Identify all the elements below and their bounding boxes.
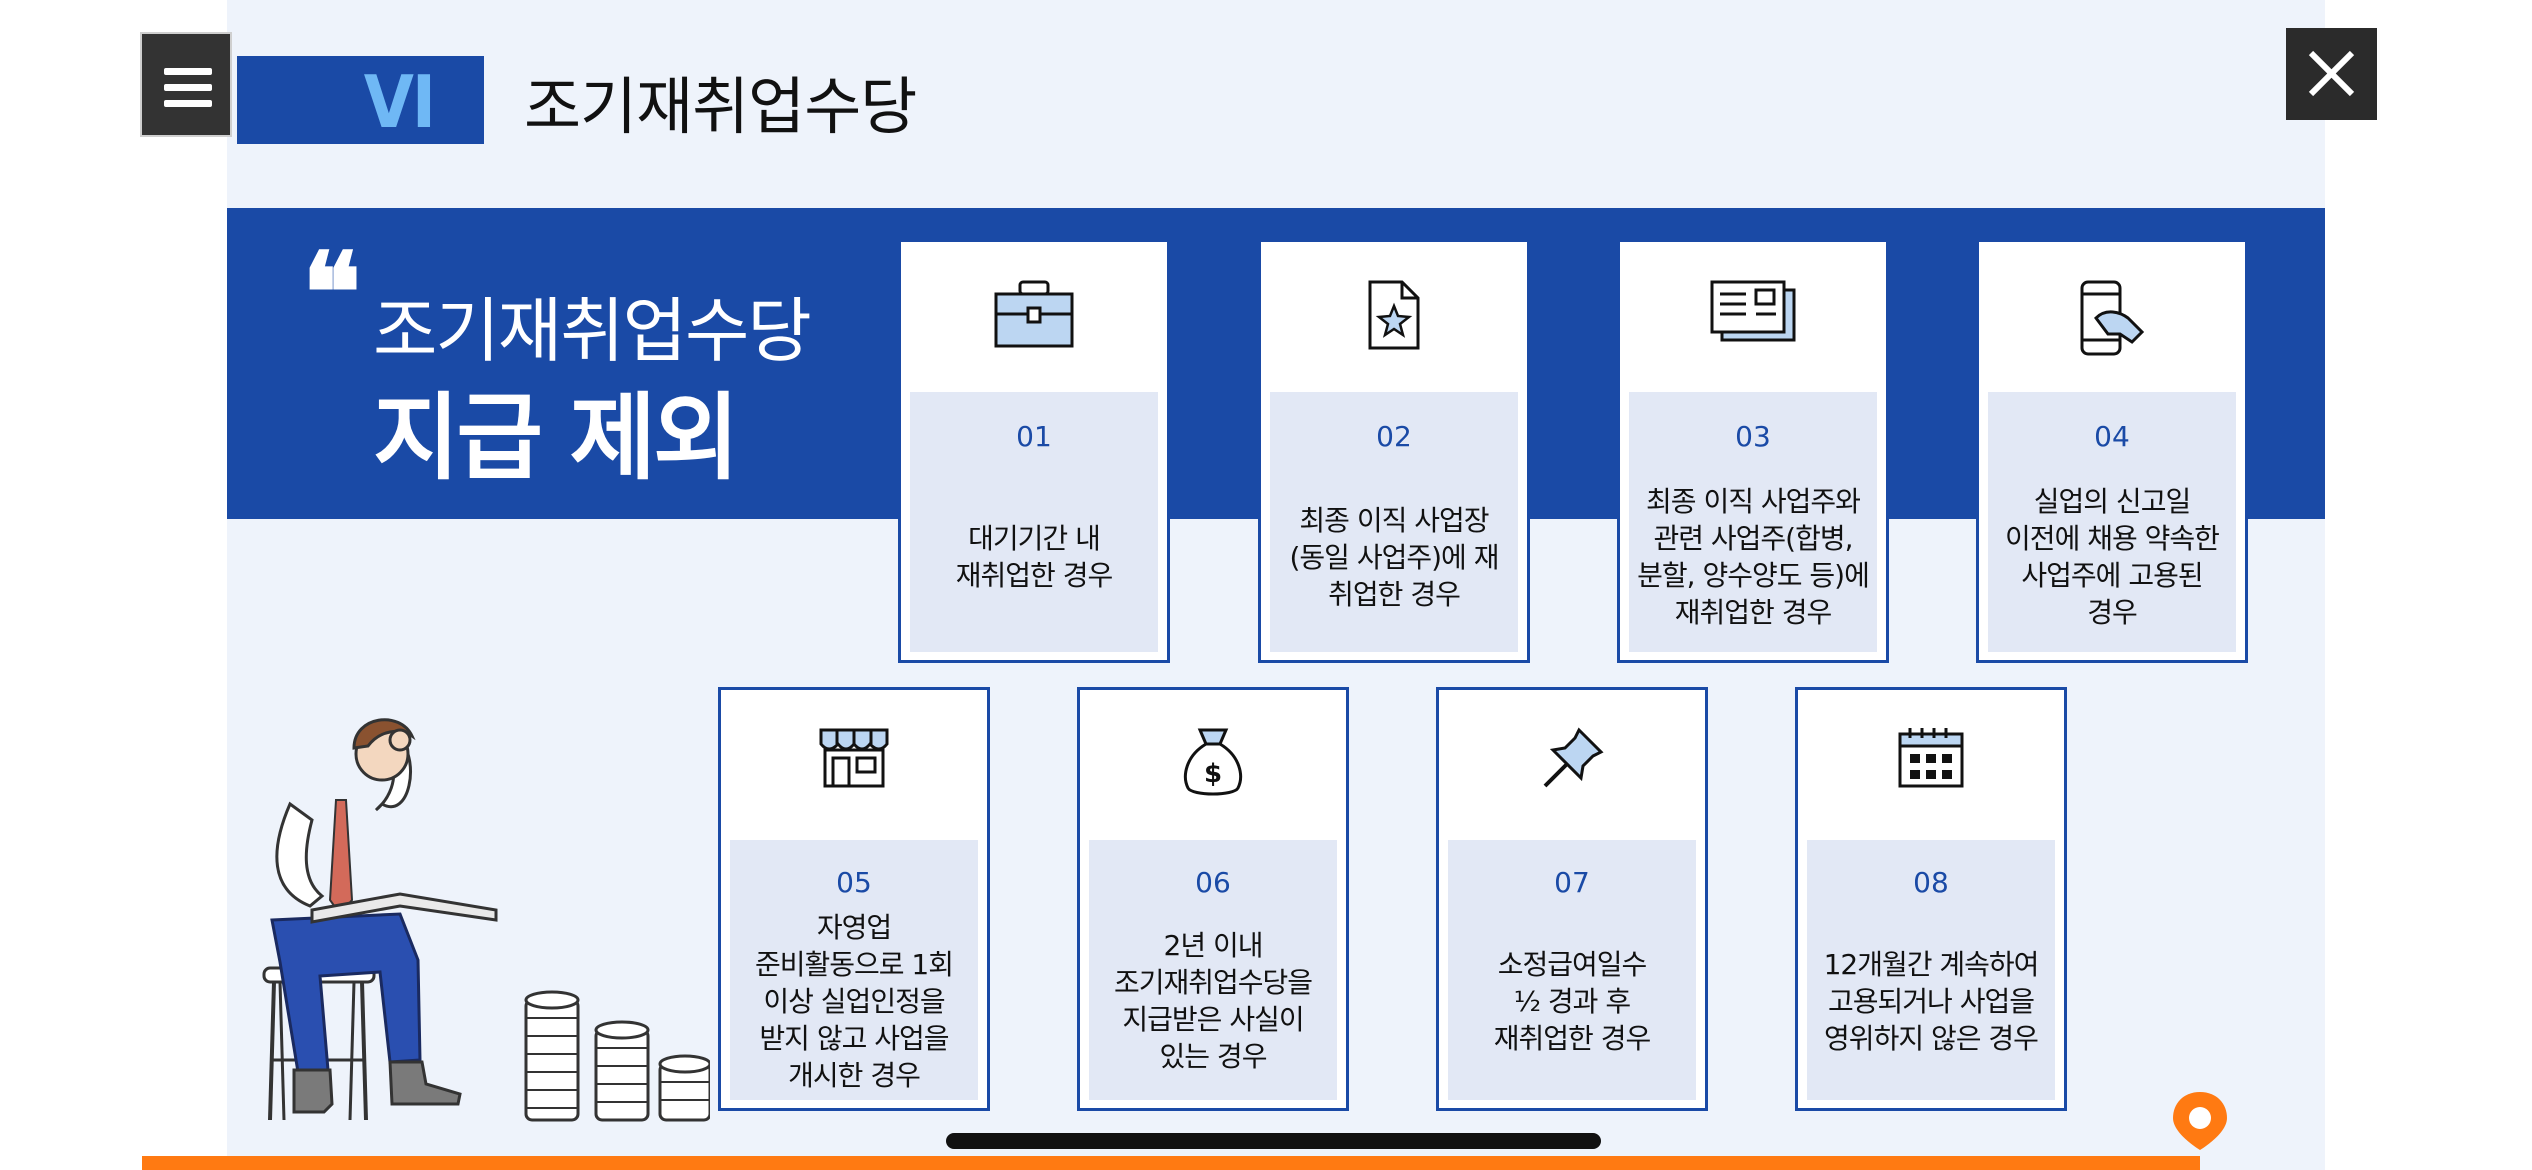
quote-mark: ❝ (302, 228, 362, 357)
section-numeral: VI (363, 60, 436, 144)
storefront-icon (819, 728, 889, 788)
close-button[interactable] (2286, 28, 2377, 120)
card-number: 08 (1913, 866, 1949, 899)
card-number: 06 (1195, 866, 1231, 899)
close-icon (2308, 50, 2355, 97)
card-body: 07 소정급여일수 ½ 경과 후 재취업한 경우 (1448, 840, 1696, 1100)
section-title: 조기재취업수당 (524, 70, 917, 143)
card-body: 04 실업의 신고일 이전에 채용 약속한 사업주에 고용된 경우 (1988, 392, 2236, 652)
hamburger-icon-line (164, 100, 212, 107)
hamburger-icon-line (164, 68, 212, 75)
exclusion-card-01: 01 대기기간 내 재취업한 경우 (898, 239, 1170, 663)
exclusion-card-06: $ 06 2년 이내 조기재취업수당을 지급받은 사실이 있는 경우 (1077, 687, 1349, 1111)
card-body: 06 2년 이내 조기재취업수당을 지급받은 사실이 있는 경우 (1089, 840, 1337, 1100)
card-body: 05 자영업 준비활동으로 1회 이상 실업인정을 받지 않고 사업을 개시한 … (730, 840, 978, 1100)
hamburger-icon-line (164, 84, 212, 91)
section-badge: VI (237, 56, 484, 144)
exclusion-card-08: 08 12개월간 계속하여 고용되거나 사업을 영위하지 않은 경우 (1795, 687, 2067, 1111)
location-pin-icon[interactable] (2169, 1088, 2231, 1154)
card-text: 최종 이직 사업장 (동일 사업주)에 재 취업한 경우 (1289, 503, 1500, 611)
card-number: 07 (1554, 866, 1590, 899)
bottom-progress-bar (142, 1156, 2200, 1170)
card-body: 08 12개월간 계속하여 고용되거나 사업을 영위하지 않은 경우 (1807, 840, 2055, 1100)
exclusion-card-02: 02 최종 이직 사업장 (동일 사업주)에 재 취업한 경우 (1258, 239, 1530, 663)
card-number: 05 (836, 866, 872, 899)
star-document-icon (1368, 280, 1420, 350)
documents-icon (1710, 280, 1796, 342)
card-text: 대기기간 내 재취업한 경우 (955, 522, 1113, 592)
worried-man-illustration (262, 718, 710, 1122)
home-indicator[interactable] (946, 1133, 1601, 1149)
calendar-icon (1898, 728, 1964, 788)
card-body: 03 최종 이직 사업주와 관련 사업주(합병, 분할, 양수양도 등)에 재취… (1629, 392, 1877, 652)
smartphone-hand-icon (2080, 280, 2145, 356)
exclusion-card-05: 05 자영업 준비활동으로 1회 이상 실업인정을 받지 않고 사업을 개시한 … (718, 687, 990, 1111)
exclusion-card-04: 04 실업의 신고일 이전에 채용 약속한 사업주에 고용된 경우 (1976, 239, 2248, 663)
exclusion-card-07: 07 소정급여일수 ½ 경과 후 재취업한 경우 (1436, 687, 1708, 1111)
banner-subtitle: 지급 제외 (373, 384, 740, 493)
card-number: 02 (1376, 420, 1412, 453)
card-text: 실업의 신고일 이전에 채용 약속한 사업주에 고용된 경우 (2005, 485, 2220, 629)
card-body: 02 최종 이직 사업장 (동일 사업주)에 재 취업한 경우 (1270, 392, 1518, 652)
card-text: 최종 이직 사업주와 관련 사업주(합병, 분할, 양수양도 등)에 재취업한 … (1637, 485, 1870, 629)
card-text: 자영업 준비활동으로 1회 이상 실업인정을 받지 않고 사업을 개시한 경우 (754, 910, 954, 1092)
svg-text:$: $ (1204, 759, 1222, 789)
pushpin-icon (1543, 727, 1604, 788)
card-text: 소정급여일수 ½ 경과 후 재취업한 경우 (1493, 947, 1651, 1055)
banner-title: 조기재취업수당 (373, 290, 812, 372)
card-text: 12개월간 계속하여 고용되거나 사업을 영위하지 않은 경우 (1823, 947, 2040, 1055)
menu-button[interactable] (140, 32, 232, 137)
card-number: 04 (2094, 420, 2130, 453)
briefcase-icon (994, 280, 1074, 348)
card-body: 01 대기기간 내 재취업한 경우 (910, 392, 1158, 652)
money-bag-icon: $ (1183, 728, 1243, 796)
exclusion-card-03: 03 최종 이직 사업주와 관련 사업주(합병, 분할, 양수양도 등)에 재취… (1617, 239, 1889, 663)
card-text: 2년 이내 조기재취업수당을 지급받은 사실이 있는 경우 (1113, 929, 1313, 1073)
card-number: 01 (1016, 420, 1052, 453)
card-number: 03 (1735, 420, 1771, 453)
